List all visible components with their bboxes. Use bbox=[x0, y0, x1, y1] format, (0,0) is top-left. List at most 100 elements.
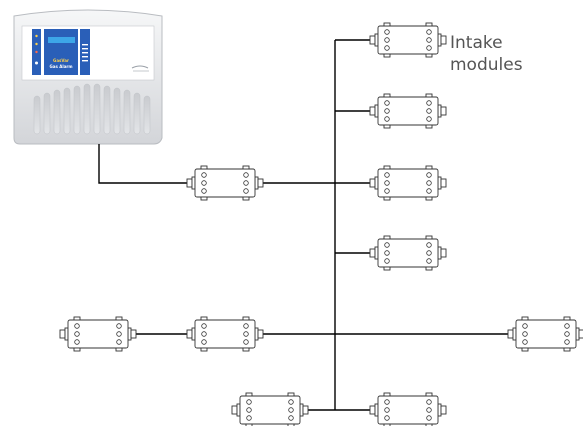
module-tab bbox=[425, 235, 433, 240]
intake-modules-label: Intake modules bbox=[450, 32, 523, 76]
intake-module bbox=[507, 316, 583, 352]
module-hole bbox=[426, 108, 432, 114]
module-tab bbox=[425, 93, 433, 98]
module-tab bbox=[563, 347, 571, 352]
module-hole bbox=[384, 407, 390, 413]
module-body bbox=[377, 96, 439, 126]
vent-slot bbox=[133, 92, 141, 135]
module-tab bbox=[425, 165, 433, 170]
vent-slot bbox=[103, 85, 111, 135]
module-hole bbox=[426, 399, 432, 405]
module-tab bbox=[242, 347, 250, 352]
module-hole bbox=[384, 258, 390, 264]
module-hole bbox=[384, 180, 390, 186]
module-tab bbox=[200, 316, 208, 321]
module-hole bbox=[246, 407, 252, 413]
module-tab bbox=[73, 347, 81, 352]
module-connector bbox=[257, 178, 264, 188]
module-hole bbox=[564, 323, 570, 329]
module-hole bbox=[74, 339, 80, 345]
module-hole bbox=[243, 188, 249, 194]
intake-module bbox=[369, 235, 447, 271]
module-hole bbox=[384, 45, 390, 51]
vent-slot bbox=[73, 85, 81, 135]
module-tab bbox=[383, 196, 391, 201]
module-body bbox=[239, 395, 301, 425]
module-tab bbox=[383, 266, 391, 271]
caption-line-2: modules bbox=[450, 55, 523, 75]
panel-button bbox=[82, 56, 88, 58]
intake-module bbox=[369, 165, 447, 201]
vent-slot bbox=[33, 95, 41, 135]
brand-logo-icon bbox=[131, 65, 149, 69]
module-hole bbox=[426, 250, 432, 256]
module-hole bbox=[384, 188, 390, 194]
controller-label-line2: Gas Alarm bbox=[49, 64, 72, 69]
module-tab bbox=[521, 316, 529, 321]
module-hole bbox=[384, 29, 390, 35]
module-hole bbox=[243, 180, 249, 186]
module-connector bbox=[440, 106, 447, 116]
module-tab bbox=[563, 316, 571, 321]
module-hole bbox=[201, 339, 207, 345]
module-hole bbox=[243, 331, 249, 337]
module-tab bbox=[425, 196, 433, 201]
vent-slot bbox=[113, 87, 121, 135]
module-tab bbox=[242, 196, 250, 201]
module-connector bbox=[437, 246, 442, 260]
indicator-led bbox=[35, 42, 38, 46]
indicator-led bbox=[35, 34, 38, 38]
panel-button bbox=[82, 44, 88, 46]
module-connector bbox=[578, 329, 583, 339]
module-hole bbox=[426, 258, 432, 264]
module-hole bbox=[384, 108, 390, 114]
module-hole bbox=[243, 323, 249, 329]
module-hole bbox=[384, 242, 390, 248]
module-tab bbox=[425, 266, 433, 271]
gas-alarm-controller: GasVar Gas Alarm bbox=[13, 9, 163, 145]
module-hole bbox=[201, 188, 207, 194]
module-connector bbox=[437, 104, 442, 118]
module-connector bbox=[186, 178, 193, 188]
module-connector bbox=[130, 329, 137, 339]
module-hole bbox=[426, 407, 432, 413]
module-connector bbox=[507, 329, 514, 339]
vent-slot bbox=[93, 83, 101, 135]
module-tab bbox=[383, 53, 391, 58]
intake-module bbox=[186, 316, 264, 352]
module-body bbox=[377, 395, 439, 425]
module-connector bbox=[369, 248, 376, 258]
module-tab bbox=[425, 124, 433, 129]
module-hole bbox=[384, 250, 390, 256]
module-connector bbox=[440, 248, 447, 258]
module-body bbox=[194, 319, 256, 349]
module-tab bbox=[245, 392, 253, 397]
module-hole bbox=[384, 399, 390, 405]
module-hole bbox=[201, 323, 207, 329]
module-tab bbox=[383, 93, 391, 98]
module-hole bbox=[288, 415, 294, 421]
intake-module bbox=[231, 392, 309, 426]
vent-slot bbox=[83, 83, 91, 135]
module-hole bbox=[426, 37, 432, 43]
module-tab bbox=[425, 392, 433, 397]
vent-slot bbox=[143, 95, 151, 135]
module-body bbox=[377, 238, 439, 268]
module-hole bbox=[243, 339, 249, 345]
module-hole bbox=[246, 399, 252, 405]
module-hole bbox=[384, 116, 390, 122]
module-tab bbox=[242, 316, 250, 321]
module-hole bbox=[426, 116, 432, 122]
module-hole bbox=[74, 331, 80, 337]
module-hole bbox=[426, 45, 432, 51]
module-hole bbox=[74, 323, 80, 329]
vent-slot bbox=[63, 87, 71, 135]
intake-module bbox=[369, 392, 447, 426]
module-hole bbox=[426, 180, 432, 186]
module-tab bbox=[242, 165, 250, 170]
panel-button bbox=[82, 60, 88, 62]
module-tab bbox=[425, 53, 433, 58]
module-tab bbox=[200, 347, 208, 352]
module-tab bbox=[200, 165, 208, 170]
